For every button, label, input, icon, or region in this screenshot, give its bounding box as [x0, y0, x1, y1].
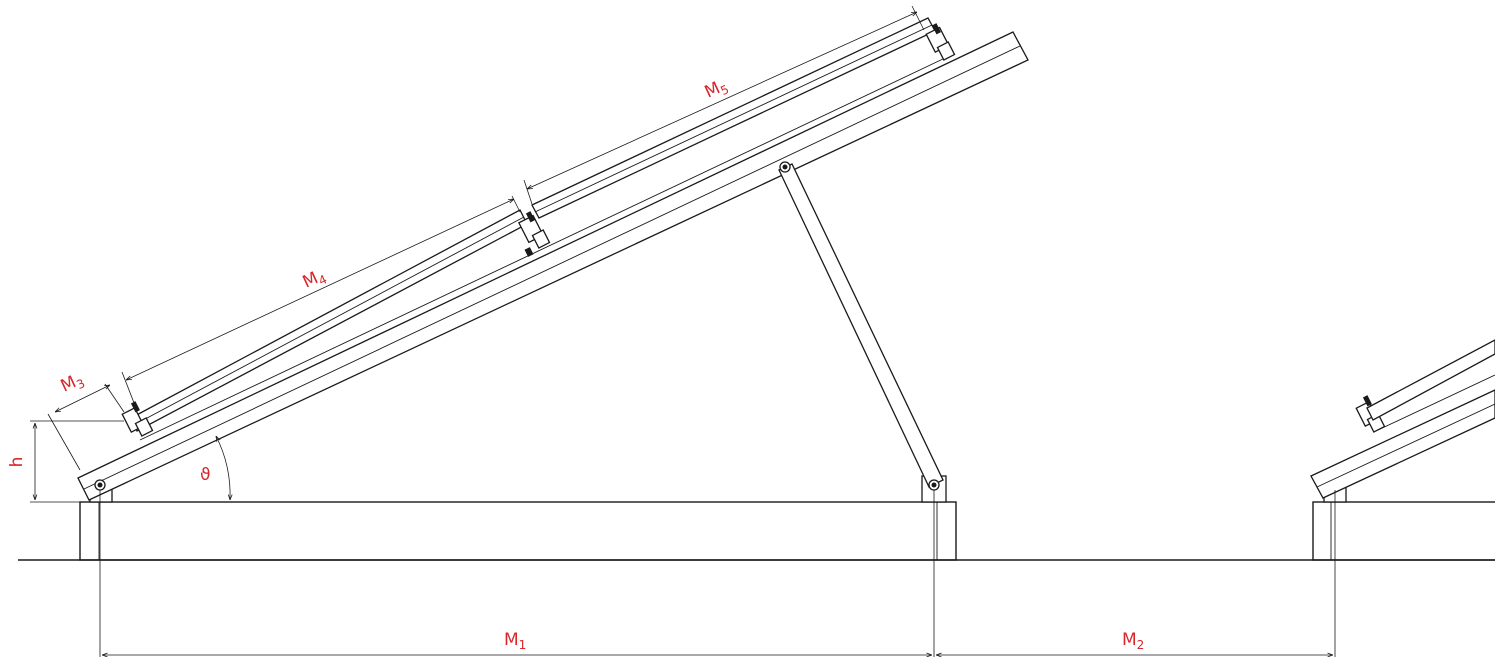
- ballast-block-right: [1312, 501, 1495, 561]
- dim-m4-extension-a: [121, 371, 137, 409]
- tilt-angle-arc: [216, 436, 230, 500]
- inclined-rail: [77, 31, 1029, 501]
- tilt-angle-label: ϑ: [200, 465, 211, 485]
- dim-m3-extension-a: [47, 413, 81, 471]
- dim-m5-extension-a: [523, 179, 533, 205]
- ballast-block-left: [79, 501, 957, 561]
- pivot-bolt-rear-core: [931, 482, 937, 488]
- dim-m1-label: M1: [504, 630, 526, 652]
- dim-m2-label: M2: [1122, 630, 1144, 652]
- clamp-middle: [518, 211, 551, 257]
- dim-h-label: h: [7, 457, 27, 468]
- clamp-lower-end: [121, 401, 154, 437]
- dim-m4-label: M4: [300, 265, 330, 294]
- inclined-rail-next-row: [1310, 389, 1495, 499]
- clamp-upper-end: [925, 23, 956, 61]
- dim-m3-label: M3: [58, 369, 88, 398]
- inclined-rail-next-row-inner: [1316, 403, 1495, 488]
- dim-m4-extension-b: [511, 195, 521, 213]
- pivot-bolt-top-core: [782, 164, 788, 170]
- dim-m5-line: [527, 12, 917, 189]
- pivot-bolt-front-core: [97, 482, 103, 488]
- dim-m4-line: [126, 199, 514, 380]
- inclined-rail-inner-line: [83, 45, 1021, 490]
- pv-module-next-row: [1366, 339, 1495, 421]
- dim-m5-label: M5: [702, 75, 732, 104]
- pv-module-next-row-frame: [1377, 374, 1495, 431]
- rear-support-strut: [778, 163, 944, 488]
- dim-m3-extension-b: [104, 383, 125, 413]
- dim-m3-line: [55, 385, 110, 412]
